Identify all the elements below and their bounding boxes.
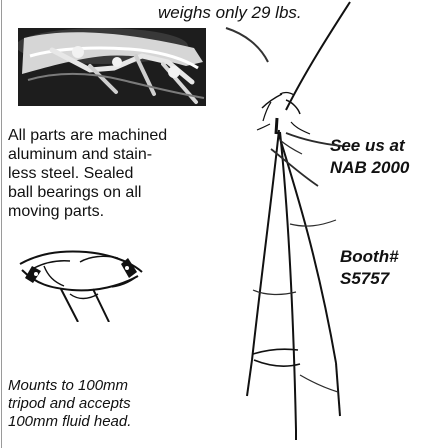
mount-specification: Mounts to 100mm tripod and accepts 100mm… [8,377,132,431]
mount-specification-line-3: 100mm fluid head. [8,413,132,430]
product-description-line-4: ball bearings on all [8,184,142,201]
mount-detail-illustration [14,240,148,322]
booth-callout-line-1: Booth# [340,247,399,266]
booth-callout: Booth# S5757 [340,246,441,290]
nab-callout-line-1: See us at [330,136,405,155]
product-description-line-2: aluminum and stain- [8,146,153,163]
nab-callout-line-2: NAB 2000 [330,158,410,177]
nab-callout: See us at NAB 2000 [330,135,440,179]
product-description: All parts are machined aluminum and stai… [8,126,194,221]
product-description-line-5: moving parts. [8,203,105,220]
left-rule-divider [1,0,2,448]
product-description-line-3: less steel. Sealed [8,165,134,182]
product-description-line-1: All parts are machined [8,127,168,144]
mount-specification-line-2: tripod and accepts [8,395,131,412]
headline-text: weighs only 29 lbs. [158,3,302,22]
mount-specification-line-1: Mounts to 100mm [8,377,129,394]
tripod-photo [18,28,206,106]
booth-callout-line-2: S5757 [340,269,390,288]
